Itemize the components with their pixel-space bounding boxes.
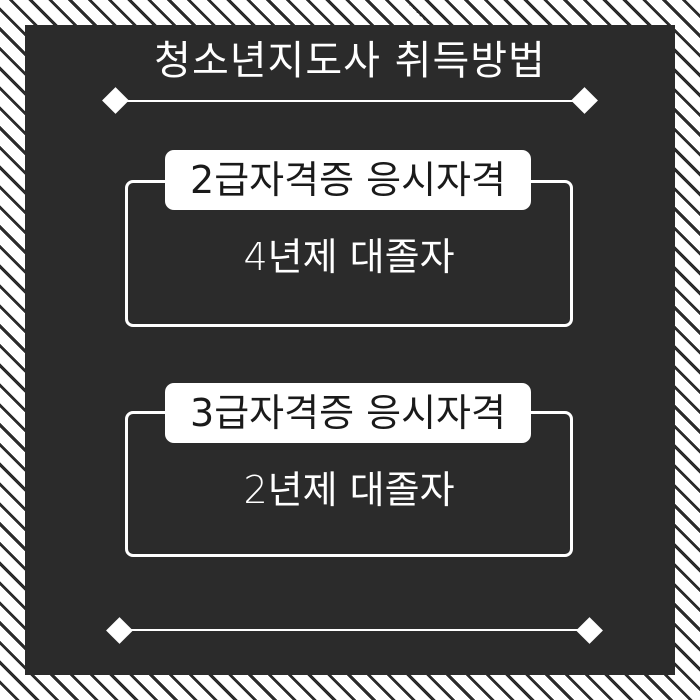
page-title: 청소년지도사 취득방법 [154,38,546,84]
section-value: 2년제 대졸자 [243,468,455,512]
content-panel [25,25,675,675]
top-divider-line [115,100,585,102]
section-label: 2급자격증 응시자격 [165,150,531,210]
section-label: 3급자격증 응시자격 [165,383,531,443]
bottom-divider-line [120,629,590,631]
section-value: 4년제 대졸자 [243,235,455,279]
